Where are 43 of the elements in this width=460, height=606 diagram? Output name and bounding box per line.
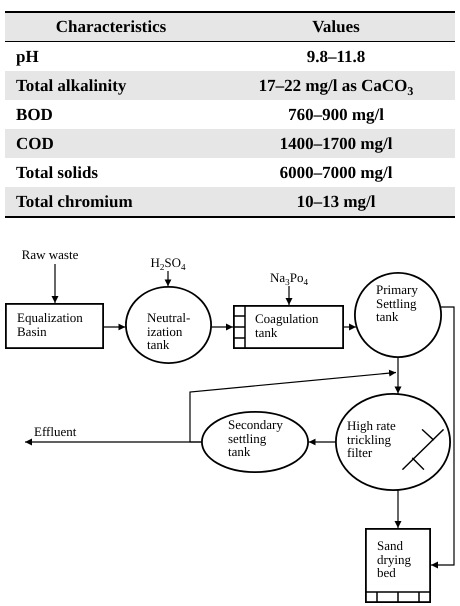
row-label: BOD [16,104,53,126]
node-label: Sand drying bed [377,539,412,580]
row-label: pH [16,46,39,68]
node-label: Neutral- ization tank [147,311,192,352]
chemical-label: Na$_{3}$Po$_{4}$ [270,270,308,285]
row-label: Total chromium [16,191,133,213]
value-text: 17–22 mg/l as CaCO$_{3}$ [258,75,414,100]
process-box [233,305,344,349]
column-header: Values [312,16,360,38]
input-label: Raw waste [22,247,78,262]
flow-arrow [164,271,172,286]
flow-arrow [189,370,396,443]
value-text: 760–900 mg/l [288,104,384,126]
flow-arrow [344,324,356,330]
tank-ellipse [335,393,451,491]
value-text: 1400–1700 mg/l [280,133,392,155]
flow-arrow [394,490,402,528]
chemical-label: H$_{2}$SO$_{4}$ [150,255,186,270]
node-label: Equalization Basin [17,311,84,338]
node-label: Coagulation tank [255,312,320,339]
tank-ellipse [125,286,212,364]
row-label: COD [16,133,54,155]
flow-arrow [431,306,455,568]
drying-bed-box [365,528,431,603]
process-box [5,303,104,349]
value-text: 6000–7000 mg/l [280,162,392,184]
row-label: Total alkalinity [16,75,126,97]
flow-arrow [52,264,58,303]
value-text: 10–13 mg/l [296,191,376,213]
flow-arrow [308,438,336,446]
edge-label: Effluent [34,424,76,439]
node-label: Secondary settling tank [228,418,284,458]
tank-ellipse [354,272,442,358]
flow-arrow [104,324,126,330]
flow-arrow [394,358,402,394]
node-label: High rate trickling filter [347,419,397,460]
value-text: 9.8–11.8 [306,46,366,68]
flow-arrow [212,324,233,330]
node-label: Primary Settling tank [376,283,419,324]
flow-arrow [286,286,292,305]
row-label: Total solids [16,162,98,184]
tank-ellipse [201,411,309,473]
column-header: Characteristics [56,16,166,38]
